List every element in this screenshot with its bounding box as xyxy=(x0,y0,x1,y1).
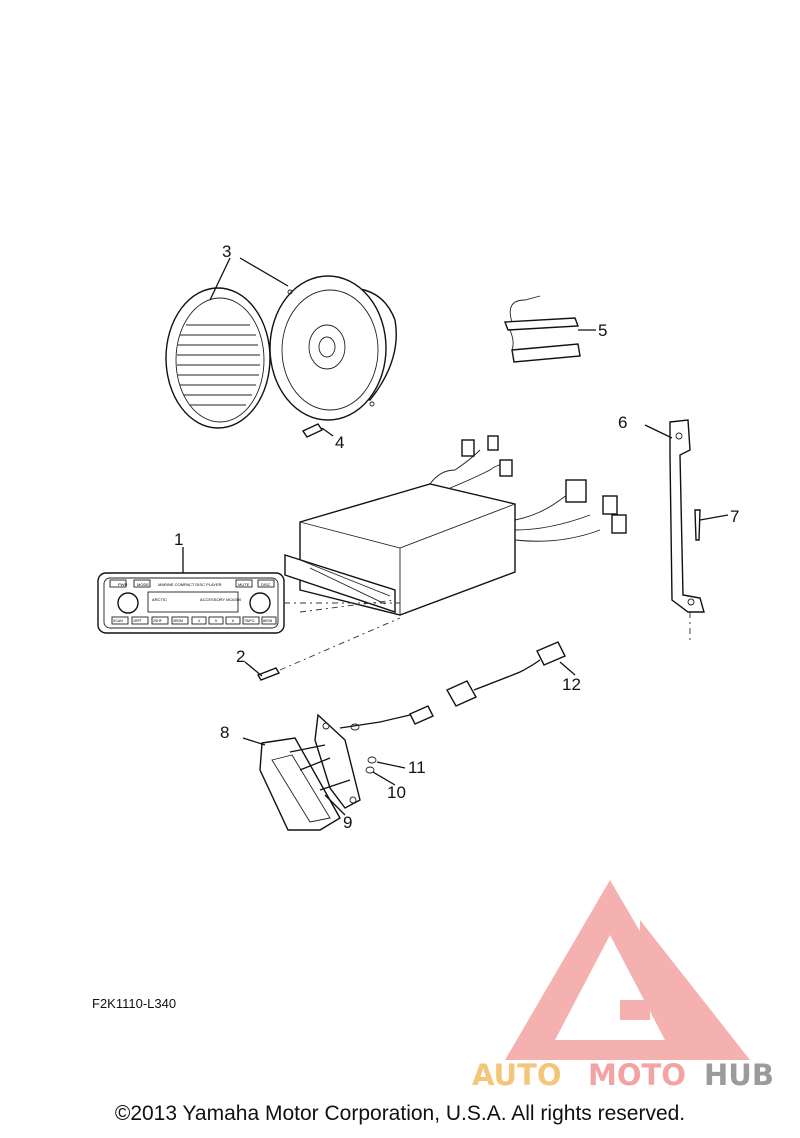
faceplate-mode: MODE xyxy=(137,582,149,587)
bracket-screw xyxy=(694,509,729,541)
callout-9: 9 xyxy=(343,813,352,832)
faceplate-button-2: 2SHF xyxy=(153,619,162,623)
faceplate-button-3: 3RDM xyxy=(173,619,183,623)
callout-11: 11 xyxy=(408,758,426,777)
faceplate-button-0: SCAN xyxy=(113,619,123,623)
faceplate: PWR MODE MARINE COMPACT DISC PLAYER MUTE… xyxy=(97,547,285,634)
faceplate-alignment-line xyxy=(284,599,400,613)
faceplate-button-1: 1RPT xyxy=(133,619,143,623)
faceplate-button-6: 6 xyxy=(232,619,234,623)
watermark-moto: MOTO xyxy=(588,1058,686,1092)
radio-chassis xyxy=(284,435,627,616)
callout-1: 1 xyxy=(174,530,183,549)
drawing-code: F2K1110-L340 xyxy=(92,996,177,1011)
faceplate-model: ACCESSORY MC6300 xyxy=(200,597,242,602)
speaker xyxy=(269,275,397,421)
faceplate-button-4: 4 xyxy=(198,619,200,623)
faceplate-buttons: SCAN 1RPT 2SHF 3RDM 4 5 6 7INFO 8ESN xyxy=(111,616,277,625)
callout-10: 10 xyxy=(387,783,406,802)
faceplate-pwr: PWR xyxy=(118,582,127,587)
watermark-auto: AUTO xyxy=(472,1058,562,1092)
faceplate-disc: DISC xyxy=(261,582,271,587)
callout-3-leaders xyxy=(209,257,289,301)
callout-4: 4 xyxy=(335,433,344,452)
callout-7: 7 xyxy=(730,507,739,526)
faceplate-mute: MUTE xyxy=(238,582,250,587)
callout-2: 2 xyxy=(236,647,245,666)
wire-harness-5 xyxy=(504,295,596,363)
callout-8: 8 xyxy=(220,723,229,742)
mounting-bracket xyxy=(644,419,705,640)
faceplate-button-8: 8ESN xyxy=(263,619,273,623)
callout-5: 5 xyxy=(598,321,607,340)
speaker-grille xyxy=(165,287,271,429)
watermark-triangle xyxy=(505,880,750,1060)
automotohub-watermark-logo: AUTO MOTO HUB xyxy=(472,880,774,1092)
faceplate-brand: ARCTIC xyxy=(152,597,167,602)
callout-12: 12 xyxy=(562,675,581,694)
speaker-screw xyxy=(301,423,334,438)
faceplate-title: MARINE COMPACT DISC PLAYER xyxy=(158,582,222,587)
faceplate-button-7: 7INFO xyxy=(244,619,255,623)
callout-3: 3 xyxy=(222,242,231,261)
usb-cable xyxy=(446,641,576,707)
callout-6: 6 xyxy=(618,413,627,432)
copyright-notice: ©2013 Yamaha Motor Corporation, U.S.A. A… xyxy=(114,1102,686,1125)
remote-panel xyxy=(242,705,434,831)
watermark-hub: HUB xyxy=(704,1058,774,1092)
faceplate-button-5: 5 xyxy=(215,619,217,623)
screw-2 xyxy=(244,617,401,681)
